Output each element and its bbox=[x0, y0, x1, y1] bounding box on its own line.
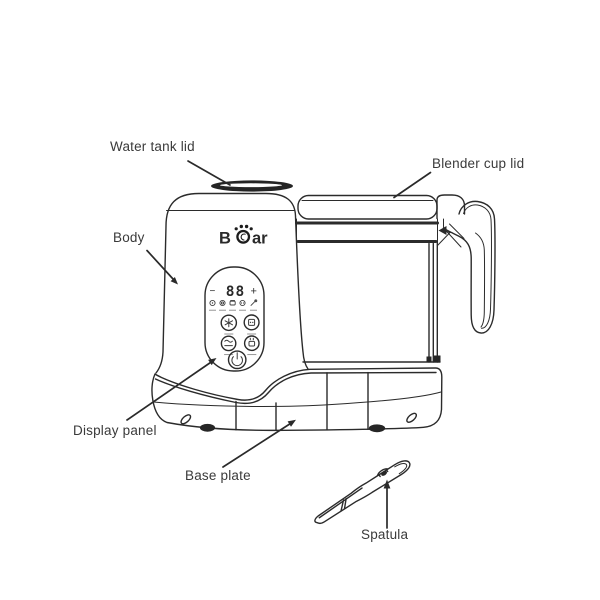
handle-mount-bracing bbox=[437, 223, 465, 248]
temperature-display: 88 bbox=[226, 284, 245, 300]
base-plate-leader-arrowhead bbox=[287, 419, 296, 427]
base-foot-right bbox=[368, 424, 386, 433]
body-outline bbox=[155, 192, 309, 374]
base-foot-left bbox=[199, 423, 216, 432]
spatula-blade-ticks bbox=[340, 497, 347, 512]
leader-lines bbox=[126, 160, 432, 529]
blender-cup-lid-label: Blender cup lid bbox=[432, 156, 525, 171]
blender-cup-lid-leader bbox=[393, 171, 432, 199]
base-plate-leader bbox=[222, 422, 292, 468]
power-button bbox=[227, 350, 247, 370]
display-panel-leader-arrowhead bbox=[208, 358, 217, 366]
body-leader-arrowhead bbox=[170, 277, 178, 285]
mode-icon-4 bbox=[239, 299, 246, 311]
spatula-joint bbox=[376, 468, 389, 478]
spatula-leader-arrowhead bbox=[383, 479, 391, 489]
display-panel-label: Display panel bbox=[73, 423, 157, 438]
power-icon bbox=[231, 352, 243, 367]
base-vent-right bbox=[406, 412, 418, 423]
handle-mount-notch bbox=[438, 226, 447, 235]
water-tank-lid-highlight bbox=[220, 183, 282, 188]
water-tank-lid-leader bbox=[187, 160, 231, 186]
panel-outline bbox=[204, 266, 265, 372]
function-button-2 bbox=[243, 314, 260, 335]
base-plate-label: Base plate bbox=[185, 468, 251, 483]
cup-handle bbox=[437, 200, 496, 334]
base-swoosh-line bbox=[154, 371, 437, 405]
body-label: Body bbox=[113, 230, 145, 245]
mode-icon-1 bbox=[209, 299, 216, 311]
blender-cup bbox=[295, 194, 496, 363]
minus-label: − bbox=[210, 286, 216, 297]
base-outline bbox=[151, 367, 443, 432]
bear-logo: B ar bbox=[219, 224, 268, 248]
power-button-circle bbox=[227, 350, 247, 370]
display-panel: − 88 + bbox=[204, 266, 265, 372]
cup-base-latch-2 bbox=[433, 355, 441, 362]
water-tank-lid-label: Water tank lid bbox=[110, 139, 195, 154]
mode-icon-row bbox=[209, 299, 258, 311]
cup-right-wall bbox=[428, 242, 438, 363]
plus-label: + bbox=[251, 286, 257, 298]
body-unit bbox=[155, 180, 309, 374]
base-mid-line bbox=[153, 391, 442, 407]
spatula-label: Spatula bbox=[361, 527, 409, 542]
function-button-3 bbox=[220, 335, 237, 356]
paw-icon bbox=[234, 224, 253, 244]
spatula-outline bbox=[314, 460, 411, 525]
cup-base-latch-1 bbox=[426, 356, 432, 362]
mode-icon-3 bbox=[229, 299, 236, 311]
lid-right-cap bbox=[436, 194, 466, 220]
base-vent-left bbox=[180, 414, 192, 425]
logo-text-right: ar bbox=[252, 230, 268, 248]
mode-icon-2 bbox=[219, 299, 226, 311]
logo-text-left: B bbox=[219, 230, 231, 248]
mode-icon-5 bbox=[250, 299, 258, 311]
function-button-4 bbox=[243, 335, 260, 356]
display-panel-leader bbox=[126, 361, 212, 421]
spatula bbox=[314, 460, 411, 525]
body-leader bbox=[146, 249, 175, 281]
blender-cup-lid bbox=[297, 194, 438, 220]
base-plate bbox=[151, 367, 443, 433]
base-grid-lines bbox=[235, 371, 369, 431]
function-button-1 bbox=[220, 314, 238, 335]
